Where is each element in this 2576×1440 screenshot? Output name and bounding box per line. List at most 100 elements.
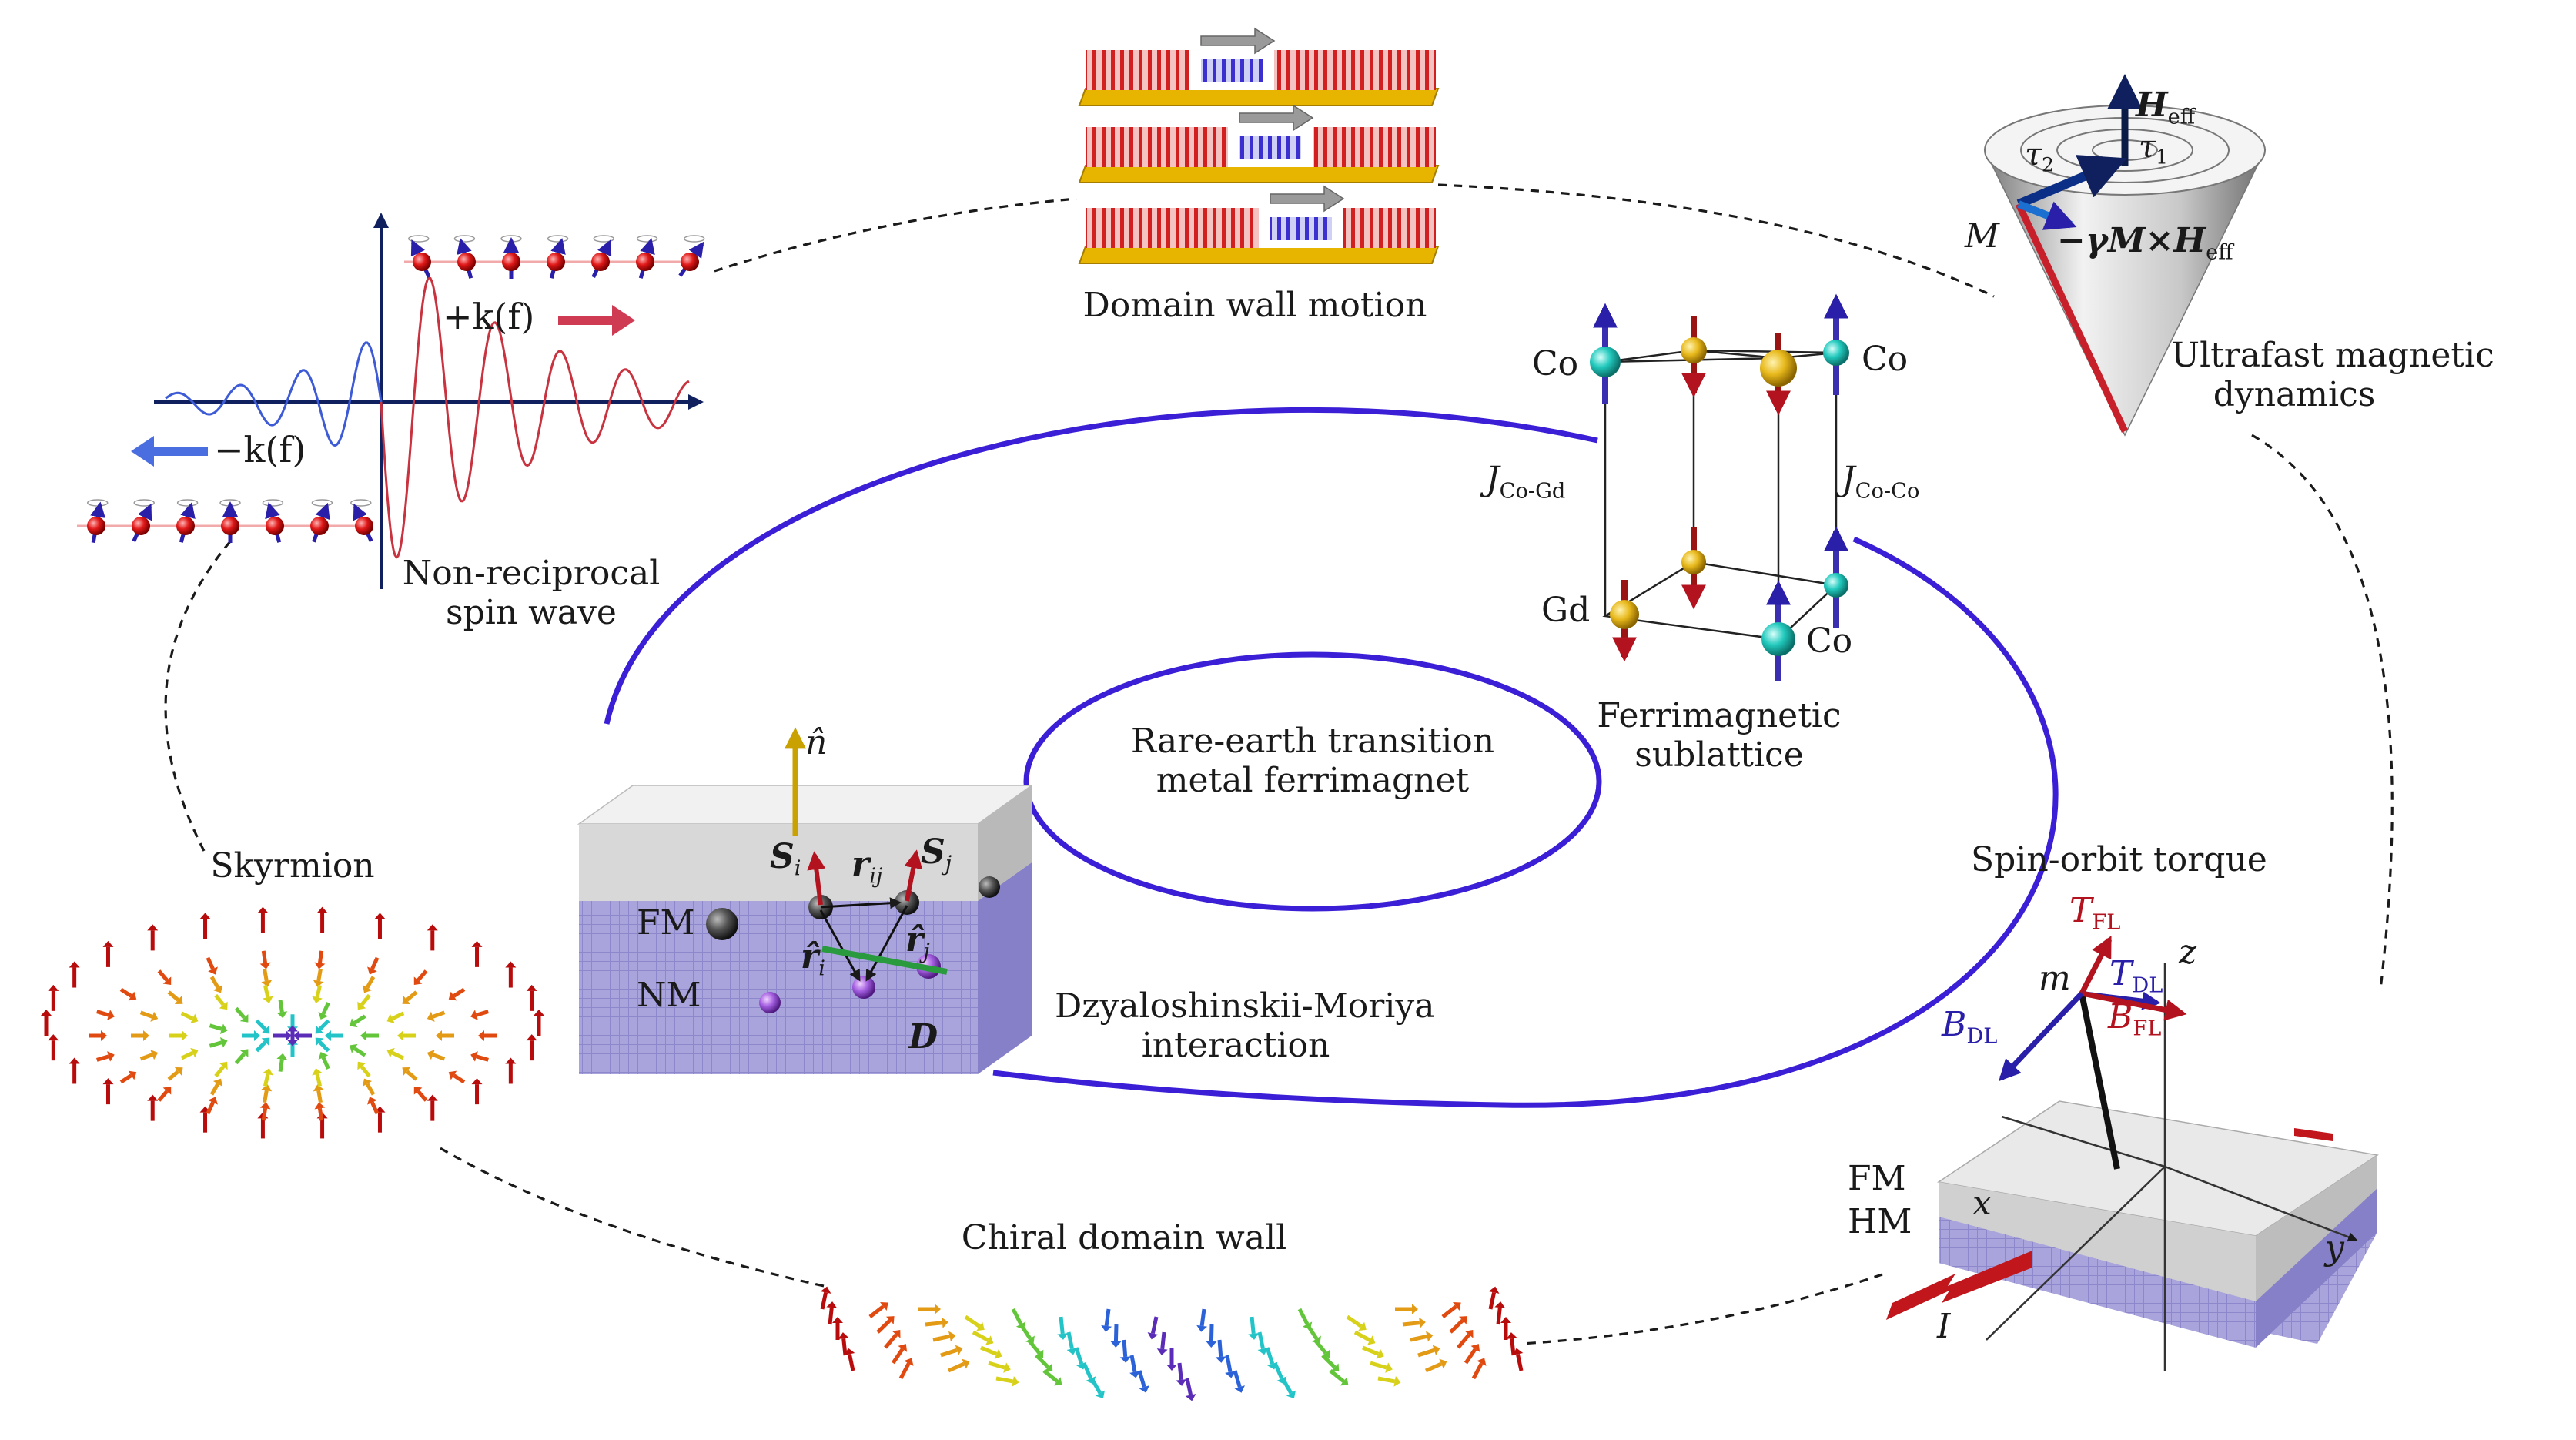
- spin-arrow: [1488, 1286, 1500, 1310]
- spin-arrow: [1506, 1332, 1517, 1356]
- sot-fm-side: [2256, 1155, 2377, 1301]
- spin-arrow: [471, 1078, 483, 1105]
- sot-panel: [1886, 936, 2379, 1371]
- spin-arrow: [1027, 1338, 1044, 1358]
- spin-arrow: [1500, 1317, 1511, 1340]
- spin-arrow: [505, 961, 517, 988]
- lattice-atom: [1681, 316, 1707, 398]
- spin-arrow: [325, 1030, 343, 1041]
- si-arrow: [807, 851, 826, 906]
- tfl-arrow: [2079, 936, 2113, 995]
- ultrafast-cone-panel: [1983, 74, 2267, 437]
- spin-arrow: [1185, 1378, 1196, 1401]
- spin-arrow: [844, 1348, 855, 1371]
- rj-arrow: [865, 905, 908, 982]
- spin-arrow: [41, 1010, 52, 1036]
- lattice-atom: [1590, 303, 1621, 404]
- spin-arrow: [350, 1014, 366, 1028]
- kplus-arrow-icon: [558, 305, 635, 336]
- spin-arrow: [199, 913, 211, 939]
- spin-arrow: [820, 1286, 831, 1310]
- sot-hm-front: [1939, 1217, 2256, 1348]
- connector-ufd-to-sot: [2251, 434, 2394, 990]
- spin-arrow: [169, 1030, 188, 1041]
- spin-arrow: [255, 1037, 270, 1053]
- spin-arrow: [362, 1078, 376, 1096]
- dmi-fm-side: [978, 785, 1032, 901]
- spin-arrow: [1119, 1339, 1131, 1363]
- spin-arrow: [917, 1304, 941, 1315]
- spin-arrow: [1215, 1339, 1226, 1363]
- spin-arrow: [1206, 1324, 1217, 1348]
- lattice-atom: [1760, 333, 1797, 416]
- spin-arrow: [1042, 1369, 1062, 1386]
- spinwave-red-curve: [380, 276, 690, 559]
- rij-arrow: [820, 897, 902, 909]
- spin-arrow: [471, 940, 483, 967]
- spin-arrow: [259, 1102, 271, 1121]
- spin-arrow: [1147, 1316, 1159, 1340]
- spin-arrow: [1110, 1324, 1122, 1348]
- spin-arrow: [427, 924, 438, 951]
- dmi-fm-label: FM: [637, 903, 695, 943]
- lattice-atom: [1823, 293, 1849, 395]
- spin-arrow: [1248, 1316, 1260, 1340]
- spin-arrow: [357, 1061, 371, 1078]
- spin-arrow: [470, 1010, 489, 1020]
- tfl-label: TFL: [2069, 891, 2121, 935]
- spin-site: [591, 235, 614, 278]
- dmi-slab-panel: [577, 727, 1034, 1074]
- dmi-title-line1: Dzyaloshinskii-Moriya: [1055, 986, 1435, 1026]
- spin-arrow: [318, 1002, 330, 1020]
- dmi-nm-label: NM: [637, 976, 701, 1015]
- spin-arrow: [312, 1068, 323, 1087]
- connector-sot-to-chiral: [1520, 1273, 1883, 1345]
- spin-arrow: [980, 1345, 1002, 1359]
- spin-arrow: [1057, 1316, 1069, 1340]
- dmi-fm-front: [579, 824, 978, 901]
- spin-arrow: [1512, 1348, 1524, 1371]
- dwm-track: [1078, 185, 1440, 264]
- sj-arrow: [904, 849, 923, 902]
- jcogd-label: JCo-Gd: [1486, 460, 1566, 504]
- spin-arrow: [386, 1047, 405, 1060]
- spin-arrow: [96, 1010, 115, 1020]
- sot-hm-side: [2256, 1188, 2377, 1348]
- co-label-top-right: Co: [1862, 340, 1909, 379]
- co-label-top-left: Co: [1532, 344, 1579, 383]
- spin-arrow: [505, 1057, 517, 1084]
- ufd-title-line1: Ultrafast magnetic: [2171, 336, 2494, 375]
- spin-arrow: [838, 1332, 849, 1356]
- spin-site: [132, 499, 155, 542]
- outer-connectors: [164, 183, 2394, 1345]
- current-arrow-icon: [1886, 1251, 2032, 1320]
- spin-arrow: [1457, 1330, 1474, 1349]
- spin-arrow: [367, 956, 380, 975]
- tau2-arrow: [2016, 155, 2128, 209]
- n-hat-label: n̂: [805, 723, 828, 762]
- bfl-arrow: [2081, 990, 2187, 1021]
- spin-arrow: [1166, 1348, 1177, 1371]
- spin-arrow: [932, 1331, 956, 1342]
- gd-label: Gd: [1541, 591, 1591, 630]
- spin-site: [547, 235, 569, 279]
- spin-arrow: [89, 1030, 107, 1041]
- spin-arrow: [313, 968, 324, 987]
- m-vector-arrow: [2015, 203, 2129, 433]
- spin-arrow: [261, 1084, 273, 1103]
- tau1-label: τ1: [2139, 129, 2168, 169]
- spin-arrow: [214, 993, 228, 1010]
- tdl-label: TDL: [2109, 954, 2163, 998]
- spin-arrow: [1329, 1369, 1349, 1386]
- skyrmion-panel: [41, 906, 544, 1139]
- spin-arrow: [287, 1027, 298, 1047]
- heff-label: Heff: [2136, 85, 2196, 129]
- spin-arrow: [316, 906, 328, 933]
- spin-arrow: [478, 1030, 497, 1041]
- center-ellipse: [1023, 651, 1602, 912]
- chiral-domain-wall-panel: [820, 1286, 1524, 1401]
- spin-arrow: [1137, 1370, 1149, 1393]
- spin-arrow: [234, 1006, 249, 1023]
- spin-arrow: [947, 1358, 970, 1373]
